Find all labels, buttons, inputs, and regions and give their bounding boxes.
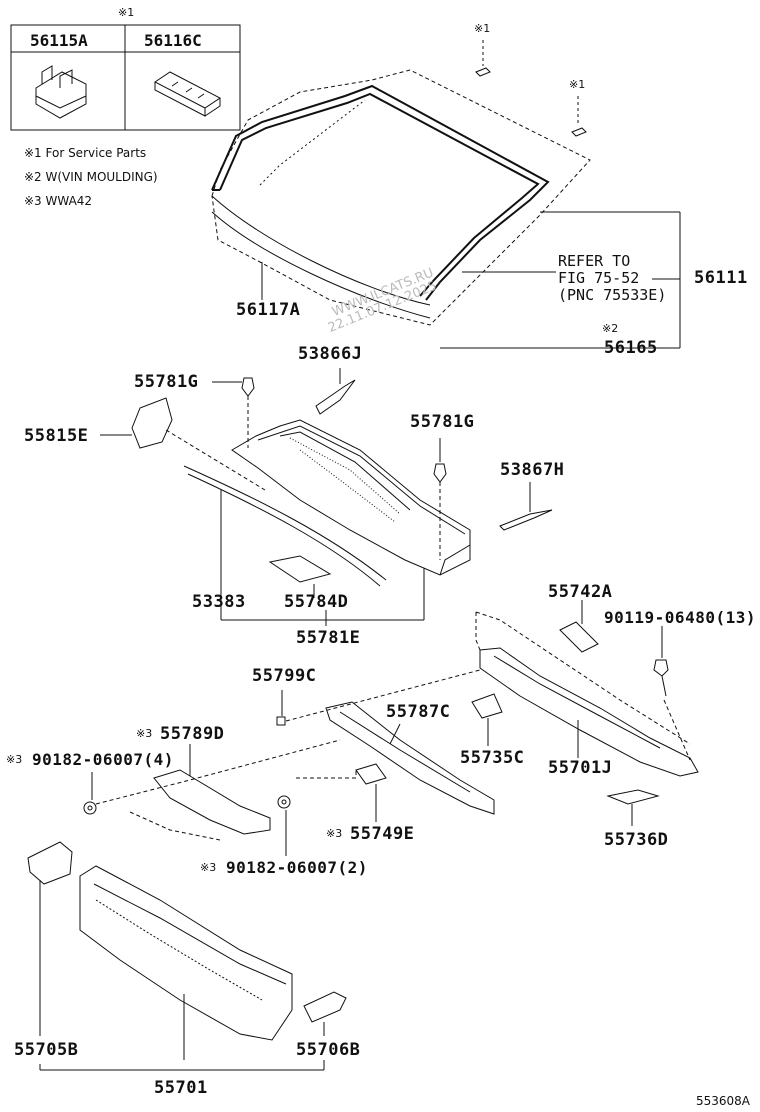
windshield-moulding bbox=[211, 84, 550, 301]
cowl-louver-drawing bbox=[231, 419, 471, 576]
inset-box bbox=[10, 24, 241, 131]
leader-55781e bbox=[220, 490, 425, 626]
pad-55742a-icon bbox=[559, 600, 599, 653]
leader-55701 bbox=[39, 1060, 325, 1071]
inset-label-56116c[interactable]: 56116C bbox=[144, 31, 202, 50]
part-label-55815e[interactable]: 55815E bbox=[24, 426, 89, 446]
note-vin-moulding: ※2 W(VIN MOULDING) bbox=[24, 170, 158, 184]
part-53866j-icon bbox=[315, 368, 356, 415]
part-label-55787c[interactable]: 55787C bbox=[386, 702, 451, 722]
part-label-55742a[interactable]: 55742A bbox=[548, 582, 613, 602]
part-label-90119[interactable]: 90119-06480(13) bbox=[604, 608, 756, 627]
part-label-55701[interactable]: 55701 bbox=[154, 1078, 208, 1098]
part-55784d-icon bbox=[268, 555, 332, 598]
nut-90182-4-icon bbox=[83, 772, 97, 815]
part-label-55701j[interactable]: 55701J bbox=[548, 758, 613, 778]
diagram-code: 553608A bbox=[696, 1094, 751, 1108]
note-wwa42: ※3 WWA42 bbox=[24, 194, 93, 208]
part-label-53383[interactable]: 53383 bbox=[192, 592, 246, 612]
part-55735c-icon bbox=[471, 693, 503, 746]
part-label-55749e[interactable]: 55749E bbox=[350, 824, 415, 844]
refer-line-3: (PNC 75533E) bbox=[558, 286, 667, 304]
part-mark-56165: ※2 bbox=[602, 322, 619, 335]
part-label-55705b[interactable]: 55705B bbox=[14, 1040, 79, 1060]
part-label-53867h[interactable]: 53867H bbox=[500, 460, 565, 480]
part-label-55799c[interactable]: 55799C bbox=[252, 666, 317, 686]
part-label-56117a[interactable]: 56117A bbox=[236, 300, 301, 320]
bolt-90119-icon bbox=[653, 626, 691, 761]
nut-90182-2-icon bbox=[277, 795, 291, 856]
bracket-55701j-drawing bbox=[475, 611, 699, 777]
part-label-55784d[interactable]: 55784D bbox=[284, 592, 349, 612]
service-clip-1 bbox=[475, 40, 491, 77]
part-label-90182-2[interactable]: 90182-06007(2) bbox=[226, 858, 368, 877]
seal-53383 bbox=[183, 465, 387, 587]
part-label-55789d[interactable]: 55789D bbox=[160, 724, 225, 744]
part-mark-55789d: ※3 bbox=[136, 727, 153, 740]
part-label-55706b[interactable]: 55706B bbox=[296, 1040, 361, 1060]
part-55706b-drawing bbox=[303, 991, 347, 1036]
clip-56115a-icon bbox=[35, 65, 87, 119]
refer-line-2[interactable]: FIG 75-52 bbox=[558, 269, 640, 287]
clip-55781g-b bbox=[433, 438, 447, 560]
inset-label-56115a[interactable]: 56115A bbox=[30, 31, 88, 50]
part-53867h-icon bbox=[499, 482, 553, 531]
clip-56116c-icon bbox=[154, 71, 221, 117]
part-label-55781e[interactable]: 55781E bbox=[296, 628, 361, 648]
part-label-55736d[interactable]: 55736D bbox=[604, 830, 669, 850]
panel-55701-drawing bbox=[79, 865, 293, 1060]
service-mark-1: ※1 bbox=[474, 22, 491, 35]
part-mark-90182-2: ※3 bbox=[200, 861, 217, 874]
part-label-53866j[interactable]: 53866J bbox=[298, 344, 363, 364]
part-55705b-drawing bbox=[27, 841, 73, 1036]
part-55736d-icon bbox=[606, 789, 660, 826]
part-55749e-icon bbox=[296, 763, 387, 822]
service-clip-2 bbox=[571, 96, 587, 137]
leader-56111 bbox=[440, 211, 681, 349]
part-mark-90182-4: ※3 bbox=[6, 753, 23, 766]
part-mark-55749e: ※3 bbox=[326, 827, 343, 840]
windshield-glass bbox=[211, 69, 591, 326]
part-label-55781g-b[interactable]: 55781G bbox=[410, 412, 475, 432]
brace-55787c-drawing bbox=[325, 701, 495, 815]
service-mark-2: ※1 bbox=[569, 78, 586, 91]
inset-mark: ※1 bbox=[118, 6, 135, 19]
part-label-55735c[interactable]: 55735C bbox=[460, 748, 525, 768]
part-55789d-drawing bbox=[95, 739, 341, 841]
clip-55781g-a bbox=[212, 377, 255, 448]
part-label-55781g-a[interactable]: 55781G bbox=[134, 372, 199, 392]
part-label-90182-4[interactable]: 90182-06007(4) bbox=[32, 750, 174, 769]
clip-55799c-icon bbox=[276, 669, 481, 726]
part-55815e-icon bbox=[100, 397, 266, 491]
note-service-parts: ※1 For Service Parts bbox=[24, 146, 147, 160]
refer-line-1: REFER TO bbox=[558, 252, 631, 270]
part-label-56111[interactable]: 56111 bbox=[694, 268, 748, 288]
part-label-56165[interactable]: 56165 bbox=[604, 338, 658, 358]
